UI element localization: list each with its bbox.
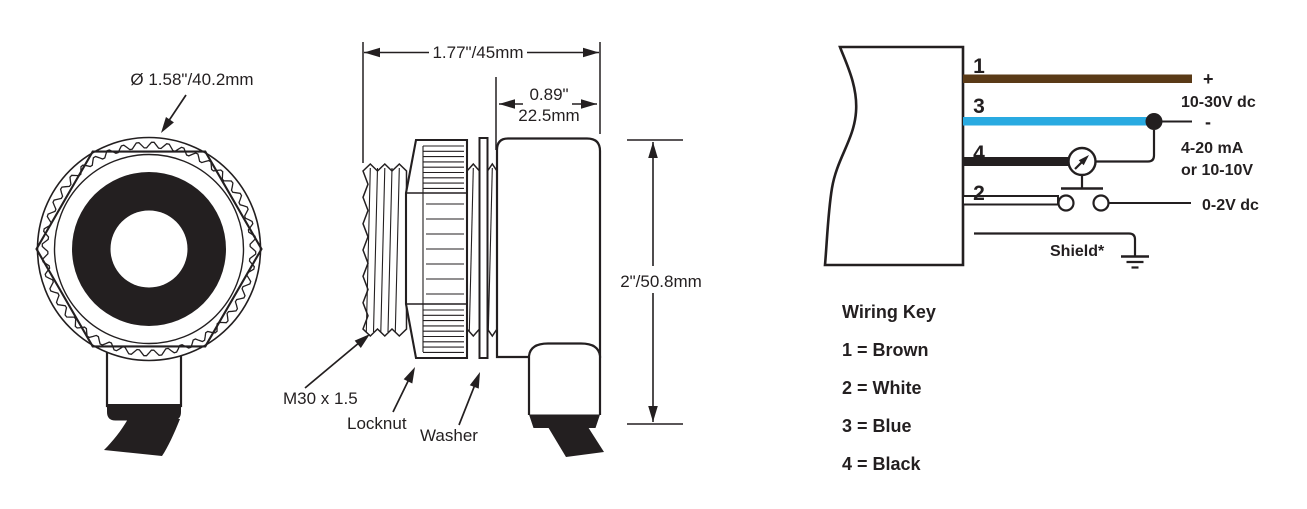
- dimension-arrow-icon: [581, 99, 597, 109]
- front-view: Ø 1.58"/40.2mm: [35, 70, 263, 456]
- meter-branch-line: [1095, 130, 1156, 163]
- sensor-body: [495, 137, 602, 359]
- current-output-label-line2: or 10-10V: [1181, 162, 1253, 179]
- sensor-face-center: [110, 210, 188, 288]
- washer: [478, 137, 489, 359]
- dimension-body-length: 0.89" 22.5mm: [495, 77, 597, 150]
- diameter-leader-arrow-icon: [161, 117, 174, 133]
- switch-contact-circle: [1092, 194, 1110, 212]
- body-length-label-mm: 22.5mm: [518, 106, 579, 125]
- meter-needle-arrow-icon: [1078, 155, 1089, 166]
- dimension-arrow-icon: [583, 47, 599, 58]
- dimension-arrow-icon: [499, 99, 515, 109]
- side-gland-cap: [529, 414, 600, 428]
- thread-hatch: [487, 167, 493, 333]
- knurl-ring: [41, 141, 257, 357]
- wiring-key-entry: 4 = Black: [842, 454, 922, 474]
- dimension-arrow-icon: [364, 47, 380, 58]
- dimension-body-height: 2"/50.8mm: [620, 139, 702, 425]
- junction-dot-icon: [1145, 113, 1163, 130]
- side-cable-gland: [527, 342, 602, 415]
- thread-callout: M30 x 1.5: [283, 334, 370, 408]
- wire-number-2: 2: [973, 182, 985, 205]
- voltage-output-label: 0-2V dc: [1202, 197, 1259, 214]
- front-diameter-label: Ø 1.58"/40.2mm: [130, 70, 253, 89]
- leader-arrow-icon: [354, 334, 370, 348]
- current-output-label-line1: 4-20 mA: [1181, 140, 1244, 157]
- positive-label: +: [1203, 69, 1214, 89]
- thread-band: [486, 162, 498, 338]
- locknut: [404, 138, 469, 360]
- locknut-hatch: [423, 145, 464, 353]
- wiring-key-title: Wiring Key: [842, 302, 936, 322]
- wire-number-4: 4: [973, 142, 985, 165]
- leader-line: [304, 336, 367, 389]
- leader-arrow-icon: [469, 372, 480, 389]
- thread-label: M30 x 1.5: [283, 389, 358, 408]
- washer-label: Washer: [420, 426, 478, 445]
- wire-number-3: 3: [973, 95, 985, 118]
- side-view: 1.77"/45mm 0.89" 22.5mm 2"/50.8mm M30 x: [283, 42, 702, 457]
- front-cable: [104, 419, 180, 456]
- wiring-key: Wiring Key 1 = Brown 2 = White 3 = Blue …: [842, 302, 936, 474]
- shield-label: Shield*: [1050, 243, 1105, 260]
- overall-length-label: 1.77"/45mm: [432, 43, 523, 62]
- wire-blue: [963, 117, 1152, 126]
- leader-arrow-icon: [403, 367, 415, 384]
- thread-hatch: [468, 167, 474, 333]
- wire-number-1: 1: [973, 55, 985, 78]
- dimension-arrow-icon: [648, 406, 658, 422]
- sensor-cutaway-box: [823, 45, 965, 267]
- wiring-key-entry: 1 = Brown: [842, 340, 929, 360]
- body-length-label-inches: 0.89": [529, 85, 568, 104]
- wiring-key-entry: 3 = Blue: [842, 416, 912, 436]
- shield-line: [974, 232, 1137, 256]
- negative-label: -: [1205, 112, 1211, 132]
- body-height-label: 2"/50.8mm: [620, 272, 702, 291]
- dimension-arrow-icon: [648, 142, 658, 158]
- supply-voltage-label: 10-30V dc: [1181, 94, 1256, 111]
- dimension-overall-length: 1.77"/45mm: [362, 42, 601, 163]
- thread-outline: [362, 162, 408, 338]
- meter-icon: [1067, 146, 1097, 177]
- wire-black: [963, 157, 1069, 166]
- front-inner-ring: [53, 153, 245, 345]
- wiring-key-entry: 2 = White: [842, 378, 922, 398]
- wiring-diagram: 1 3 4 2 + 10-30: [823, 45, 1259, 269]
- thread-band: [362, 162, 408, 338]
- hex-nut-outline: [35, 150, 263, 348]
- thread-hatch: [365, 167, 400, 333]
- thread-band: [466, 162, 481, 338]
- locknut-label: Locknut: [347, 414, 407, 433]
- washer-callout: Washer: [420, 372, 480, 445]
- ground-icon: [1121, 255, 1149, 269]
- pushbutton-switch-icon: [1057, 175, 1110, 212]
- wire-brown: [963, 74, 1192, 83]
- switch-contact-circle: [1057, 194, 1075, 212]
- side-cable: [548, 427, 604, 457]
- front-cable-gland: [107, 404, 181, 421]
- locknut-callout: Locknut: [347, 367, 415, 433]
